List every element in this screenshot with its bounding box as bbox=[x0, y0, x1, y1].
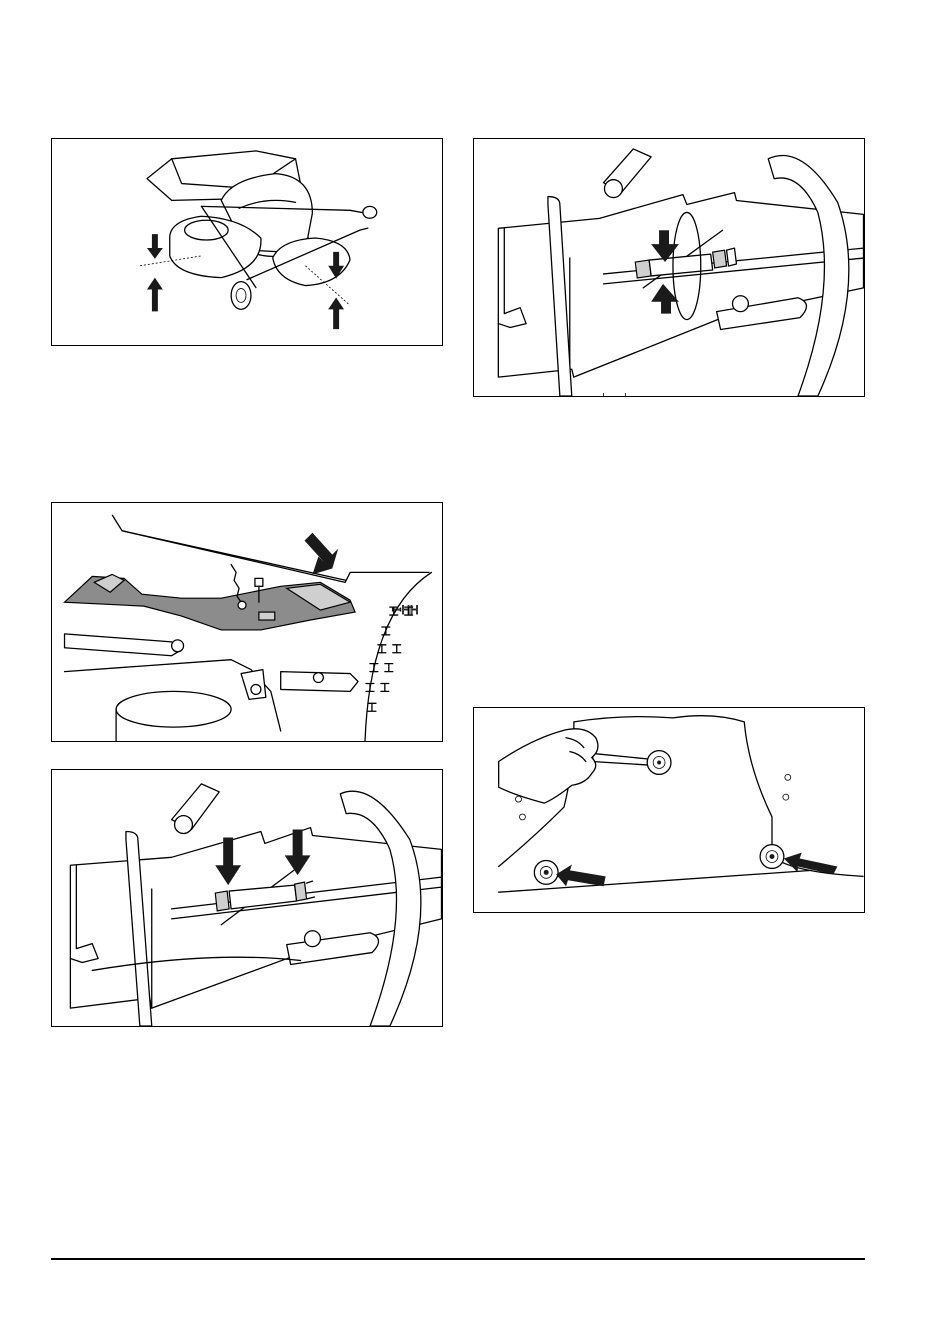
arrow-bolt-left-icon bbox=[556, 864, 606, 886]
deck-bolts-illustration bbox=[474, 708, 864, 912]
arrow-up-left-icon bbox=[147, 278, 163, 312]
lift-rod-rotate-illustration bbox=[474, 139, 864, 396]
figure-mower-deck-leveling bbox=[51, 138, 443, 346]
lift-rod-nuts-illustration bbox=[52, 770, 442, 1026]
arrow-up-right-icon bbox=[328, 297, 344, 329]
deck-link-illustration: ꟷHH bbox=[52, 503, 442, 741]
figure-lift-rod-lock-nuts bbox=[51, 769, 443, 1027]
arrow-down-left-icon bbox=[147, 234, 163, 259]
figure-lift-rod-rotate bbox=[473, 138, 865, 397]
figure-deck-bolts-wrench bbox=[473, 707, 865, 913]
mower-leveling-illustration bbox=[52, 139, 442, 345]
footer-rule bbox=[51, 1258, 865, 1260]
figure-deck-link-chain: ꟷHH bbox=[51, 502, 443, 742]
